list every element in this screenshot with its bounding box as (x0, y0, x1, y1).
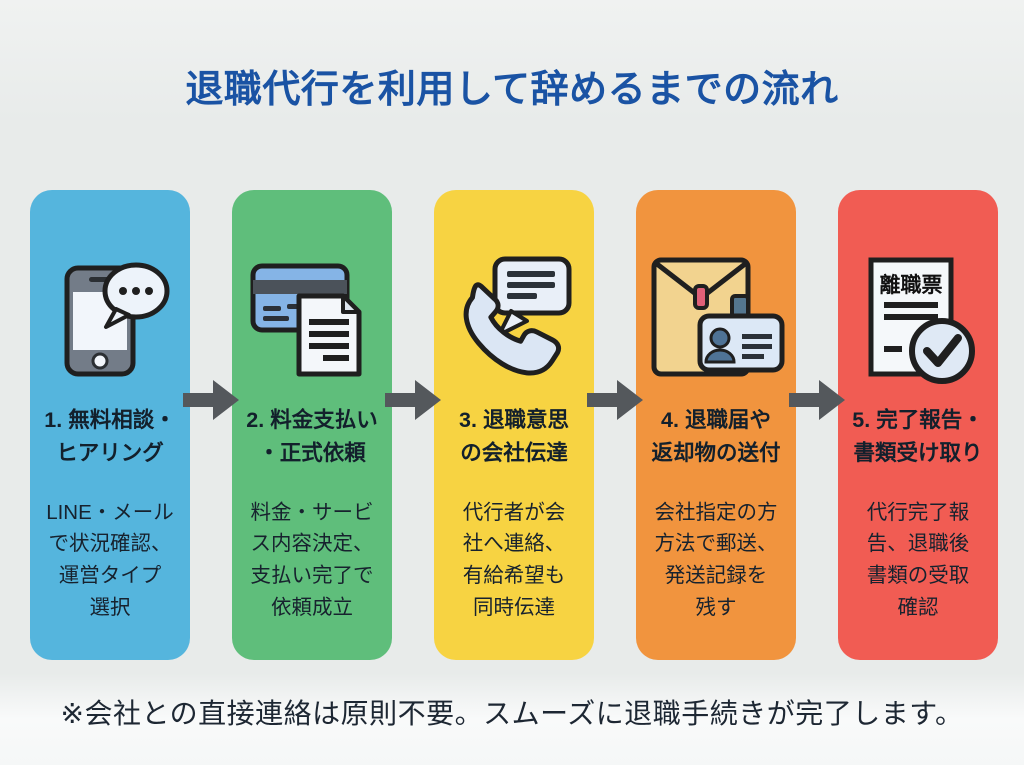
step-4-heading: 4. 退職届や 返却物の送付 (651, 408, 781, 466)
document-check-icon: 離職票 (848, 248, 988, 390)
step-4-description: 会社指定の方 方法で郵送、 発送記録を 残す (654, 500, 778, 619)
step-5-description: 代行完了報 告、退職後 書類の受取 確認 (866, 500, 970, 619)
step-1-description: LINE・メール で状況確認、 運営タイプ 選択 (46, 500, 174, 619)
step-5-heading: 5. 完了報告・ 書類受け取り (852, 408, 984, 466)
document-label: 離職票 (880, 273, 943, 297)
step-2-heading: 2. 料金支払い ・正式依頼 (246, 408, 378, 466)
page-title: 退職代行を利用して辞めるまでの流れ (185, 69, 839, 111)
smartphone-chat-icon (40, 248, 180, 390)
step-2-description: 料金・サービ ス内容決定、 支払い完了で 依頼成立 (250, 500, 374, 619)
arrow-step4-to-step5 (789, 380, 845, 420)
credit-card-document-icon (242, 248, 382, 390)
step-3-heading: 3. 退職意思 の会社伝達 (459, 408, 569, 466)
arrow-step2-to-step3 (385, 380, 441, 420)
footnote: ※会社との直接連絡は原則不要。スムーズに退職手続きが完了します。 (60, 698, 964, 729)
envelope-idcard-icon (646, 248, 786, 390)
step-3-description: 代行者が会 社へ連絡、 有給希望も 同時伝達 (462, 500, 566, 619)
step-card-1: 1. 無料相談・ ヒアリング LINE・メール で状況確認、 運営タイプ 選択 (30, 190, 190, 660)
step-card-5: 離職票 5. 完了報告・ 書類受け取り 代行完了報 告、退職後 書類の受取 確認 (838, 190, 998, 660)
arrow-step3-to-step4 (587, 380, 643, 420)
step-card-2: 2. 料金支払い ・正式依頼 料金・サービ ス内容決定、 支払い完了で 依頼成立 (232, 190, 392, 660)
step-1-heading: 1. 無料相談・ ヒアリング (44, 408, 176, 466)
step-card-3: 3. 退職意思 の会社伝達 代行者が会 社へ連絡、 有給希望も 同時伝達 (434, 190, 594, 660)
arrow-step1-to-step2 (183, 380, 239, 420)
phone-message-icon (444, 248, 584, 390)
step-card-4: 4. 退職届や 返却物の送付 会社指定の方 方法で郵送、 発送記録を 残す (636, 190, 796, 660)
